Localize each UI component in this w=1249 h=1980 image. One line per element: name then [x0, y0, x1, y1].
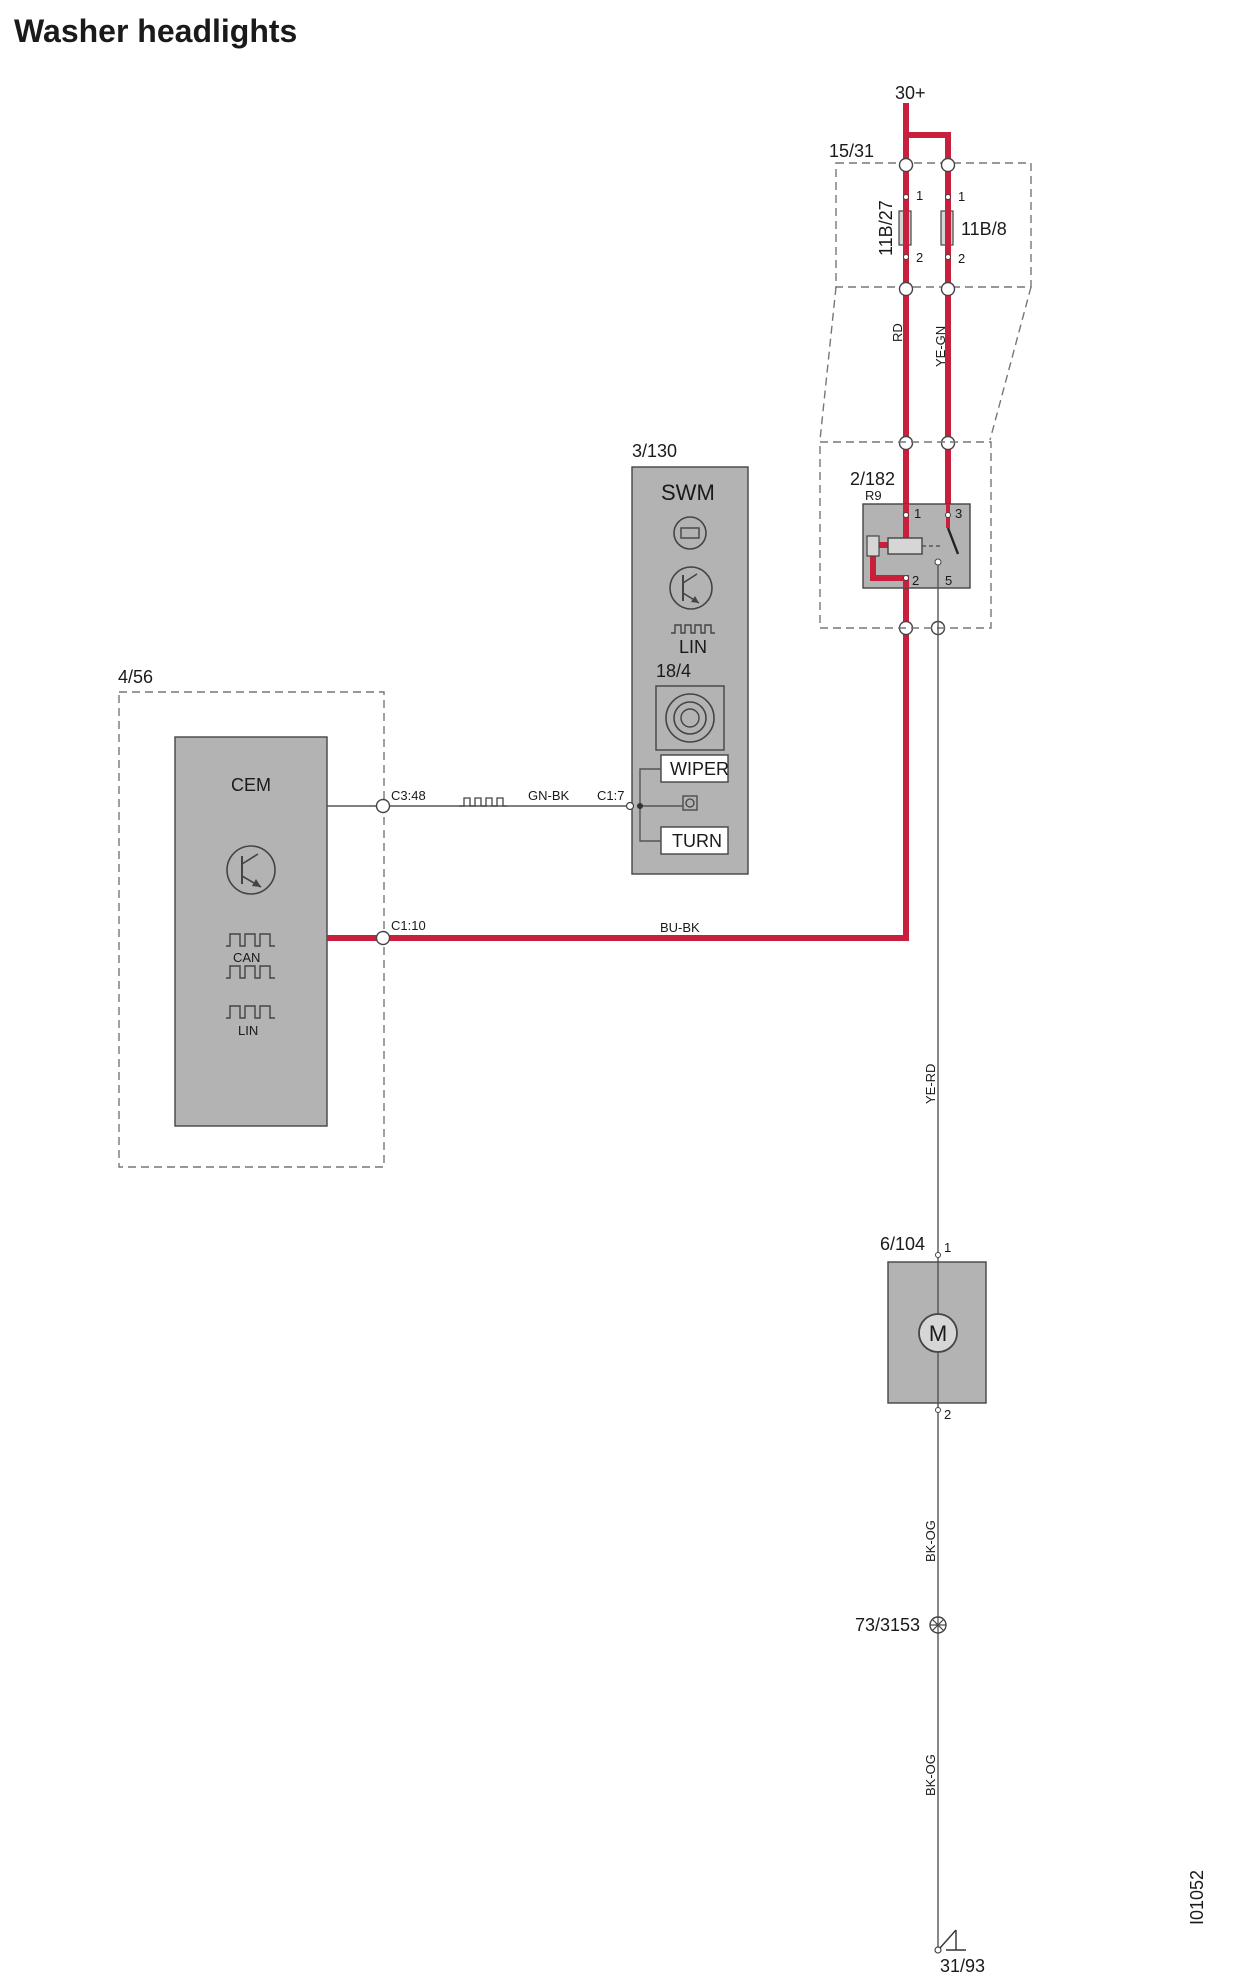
wire-label-gn-bk: GN-BK: [528, 788, 570, 803]
motor-pin1: 1: [944, 1240, 951, 1255]
wire-label-rd: RD: [890, 323, 905, 342]
swm-wiper-box: [660, 754, 729, 783]
diagram-title: Washer headlights: [14, 13, 297, 49]
fuse-a-label: 11B/27: [876, 200, 896, 256]
swm-conn: C1:7: [597, 788, 624, 803]
swm-bulb-icon: [673, 516, 707, 550]
ground-point-id: 73/3153: [855, 1615, 920, 1635]
cem-transistor-icon: [226, 845, 276, 895]
swm-lin-label: LIN: [679, 637, 707, 657]
cem-id: 4/56: [118, 667, 153, 687]
wire-label-bk-og-1: BK-OG: [923, 1520, 938, 1562]
swm-rotary-switch-icon: [655, 685, 725, 751]
relay-pin3: 3: [955, 506, 962, 521]
ground-label: 31/93: [940, 1956, 985, 1976]
wire-supply-branch: [906, 132, 951, 525]
relay-coil: [887, 537, 923, 555]
cem-conn-a: C3:48: [391, 788, 426, 803]
swm-turn-label: TURN: [672, 831, 722, 851]
swm-3-130: 3/130 SWM LIN 18/4 WIPER TURN: [631, 441, 749, 875]
fuse-b-pin1: 1: [958, 189, 965, 204]
motor-6-104: 6/104 M 1 2: [880, 1234, 987, 1422]
fuse-a-pin1: 1: [916, 188, 923, 203]
cem-lin-pulse-icon: [226, 1005, 275, 1019]
wire-label-ye-gn: YE-GN: [933, 326, 948, 367]
relay-outline: [819, 441, 992, 629]
swm-turn-box: [660, 826, 729, 855]
swm-id: 3/130: [632, 441, 677, 461]
relay-switch: [946, 527, 960, 555]
relay-id: 2/182: [850, 469, 895, 489]
wire-label-bk-og-2: BK-OG: [923, 1754, 938, 1796]
wire-label-bu-bk: BU-BK: [660, 920, 700, 935]
power-nodes: [898, 157, 956, 636]
motor-symbol: M: [929, 1321, 947, 1346]
cem-lin-label: LIN: [238, 1023, 258, 1038]
cem-name: CEM: [231, 775, 271, 795]
fusebox-15-31: 15/31 11B/27 11B/8 1 2 1 2: [829, 141, 1032, 288]
relay-2-182: 2/182 R9 1 2 3 5: [819, 441, 992, 629]
relay-coil-resistor: [866, 535, 880, 557]
relay-ref: R9: [865, 488, 882, 503]
relay-pin1: 1: [914, 506, 921, 521]
ground-symbol: 31/93: [934, 1929, 985, 1976]
cem-4-56: 4/56 CEM CAN LIN: [118, 667, 385, 1168]
document-id: I01052: [1187, 1870, 1207, 1925]
link-dash-right: [989, 286, 1032, 441]
cem-can-pulse-icon: [226, 933, 275, 947]
cem-can-label: CAN: [233, 950, 260, 965]
cem-outline: [118, 691, 385, 1168]
swm-wiper-label: WIPER: [670, 759, 729, 779]
supply-label: 30+: [895, 83, 926, 103]
fusebox-id: 15/31: [829, 141, 874, 161]
cem-conn-b-node: [375, 930, 391, 946]
relay-pin5: 5: [945, 573, 952, 588]
wire-label-ye-rd: YE-RD: [923, 1064, 938, 1104]
fuse-a-pin2: 2: [916, 250, 923, 265]
swm-switch-icon: [682, 795, 698, 811]
fusebox-outline: [835, 162, 1032, 288]
motor-icon: [918, 1313, 958, 1353]
swm-lin-pulse-icon: [671, 624, 715, 634]
swm-transistor-icon: [669, 566, 713, 610]
cem-conn-b: C1:10: [391, 918, 426, 933]
relay-pin2: 2: [912, 573, 919, 588]
link-dash-left: [819, 286, 837, 441]
motor-id: 6/104: [880, 1234, 925, 1254]
motor-pin2: 2: [944, 1407, 951, 1422]
swm-name: SWM: [661, 480, 715, 505]
cem-body: [174, 736, 328, 1127]
swm-sub-id: 18/4: [656, 661, 691, 681]
fuse-b-pin2: 2: [958, 251, 965, 266]
wire-gn-bk-group: C3:48 GN-BK C1:7: [327, 788, 635, 814]
ground-point-73-3153: 73/3153: [855, 1615, 947, 1635]
fuse-b-label: 11B/8: [961, 219, 1007, 239]
